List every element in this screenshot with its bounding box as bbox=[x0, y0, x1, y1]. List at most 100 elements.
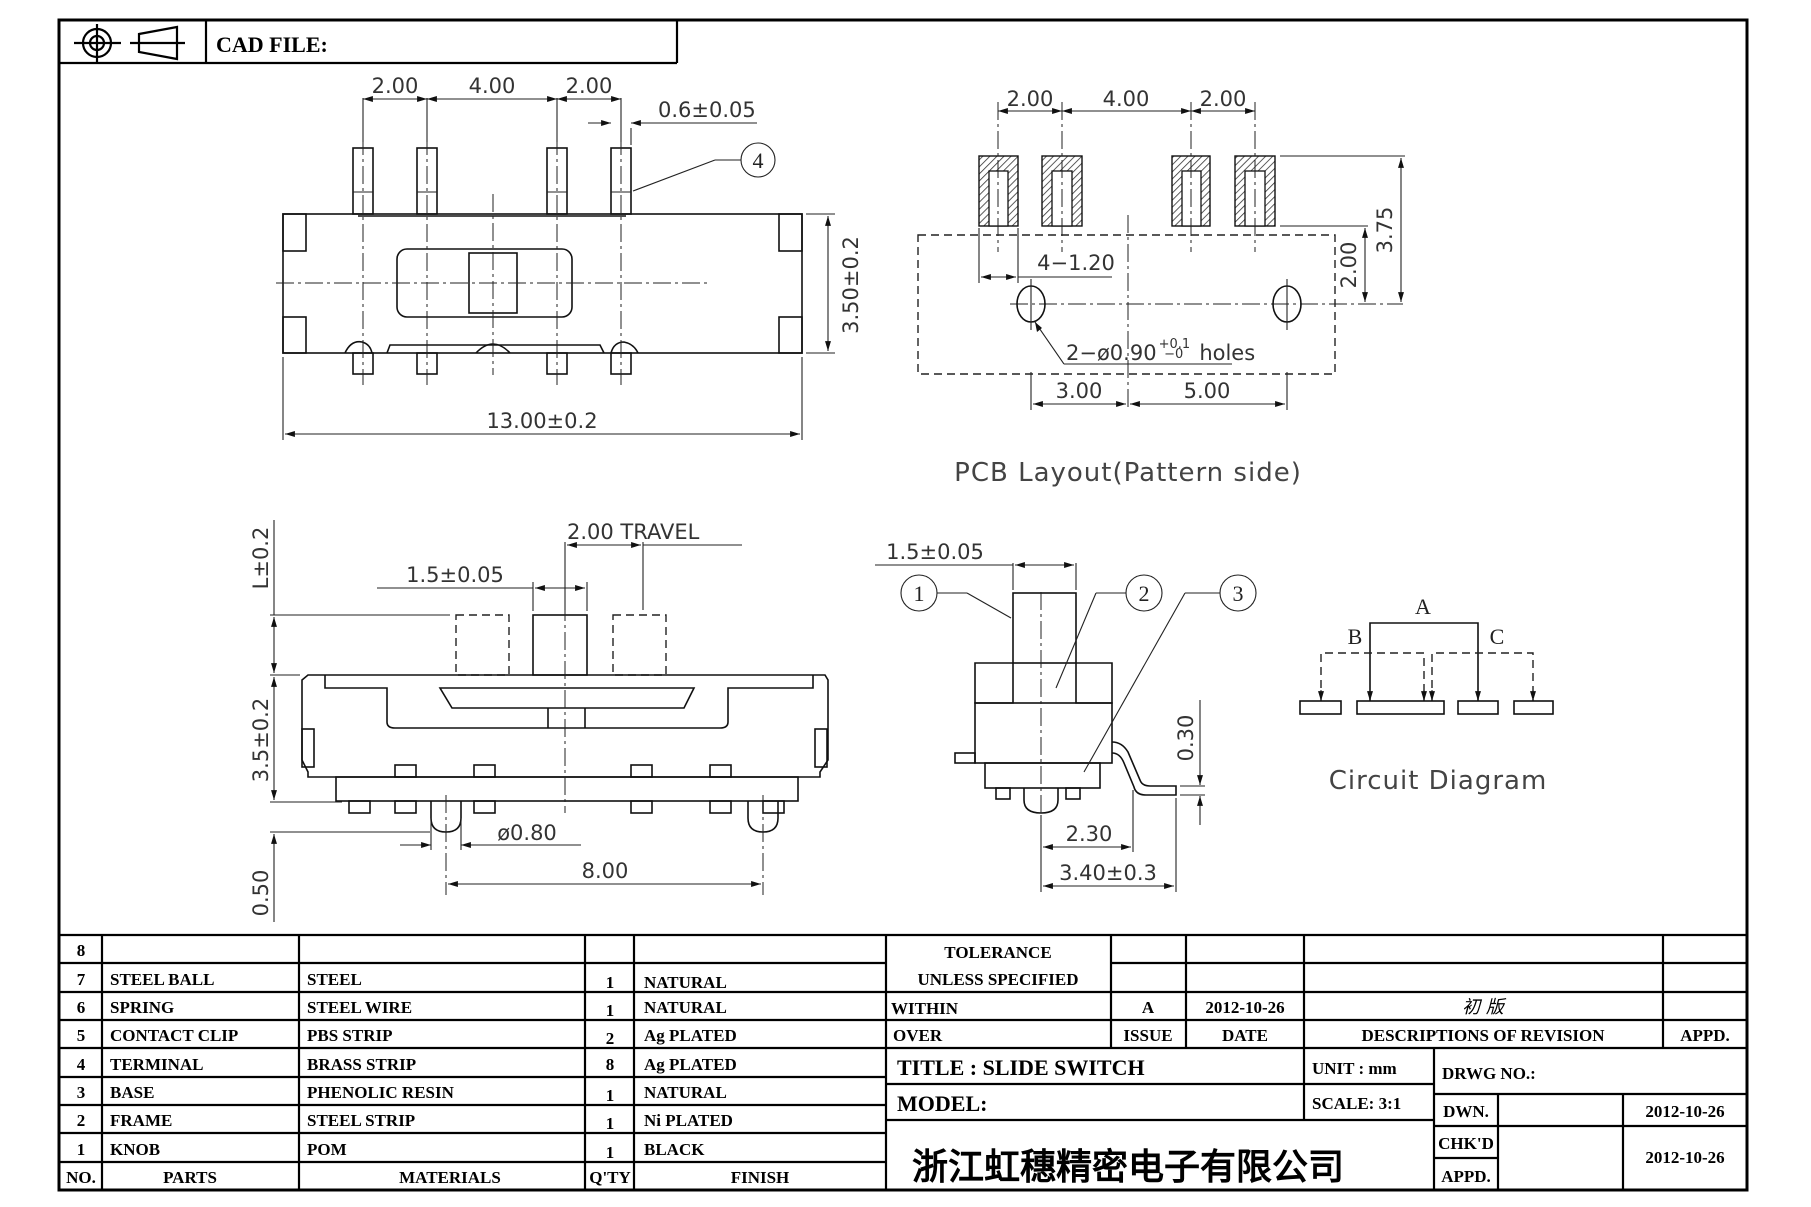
circuit-terminal bbox=[1513, 700, 1554, 715]
sheet-border bbox=[57, 18, 1749, 1192]
pcb-dim-vertical-small: 2.00 bbox=[1337, 242, 1361, 289]
top-pitch-dim-1: 2.00 bbox=[372, 74, 419, 98]
row-material: POM bbox=[307, 1140, 347, 1159]
row-qty: 2 bbox=[606, 1029, 615, 1048]
row-finish: NATURAL bbox=[644, 973, 727, 992]
table-row: 1 KNOB POM 1 BLACK bbox=[77, 1140, 705, 1162]
row-qty: 1 bbox=[606, 1001, 615, 1020]
row-material: PHENOLIC RESIN bbox=[307, 1083, 455, 1102]
row-part: CONTACT CLIP bbox=[110, 1026, 238, 1045]
row-part: FRAME bbox=[110, 1111, 172, 1130]
col-header-finish: FINISH bbox=[731, 1168, 790, 1187]
peg-spacing-dim: 8.00 bbox=[582, 859, 629, 883]
row-no: 5 bbox=[77, 1026, 86, 1045]
row-material: STEEL STRIP bbox=[307, 1111, 415, 1130]
revision-date: 2012-10-26 bbox=[1205, 998, 1284, 1017]
circuit-terminal bbox=[1356, 700, 1445, 715]
descriptions-header: DESCRIPTIONS OF REVISION bbox=[1361, 1026, 1605, 1045]
model-label: MODEL: bbox=[897, 1091, 987, 1116]
unit-label: UNIT : mm bbox=[1312, 1059, 1397, 1078]
circuit-label-c: C bbox=[1490, 624, 1505, 649]
table-row: 3 BASE PHENOLIC RESIN 1 NATURAL bbox=[77, 1083, 727, 1105]
col-header-parts: PARTS bbox=[163, 1168, 217, 1187]
title-block-grid bbox=[59, 933, 1747, 1190]
travel-dim: 2.00 TRAVEL bbox=[567, 520, 700, 544]
pcb-hole-offset-right: 5.00 bbox=[1184, 379, 1231, 403]
checked-label: CHK'D bbox=[1438, 1134, 1494, 1153]
row-part: SPRING bbox=[110, 998, 174, 1017]
peg-diameter-dim: ø0.80 bbox=[497, 821, 557, 845]
cad-file-label: CAD FILE: bbox=[216, 32, 328, 57]
tolerance-over: OVER bbox=[893, 1026, 943, 1045]
date-header: DATE bbox=[1222, 1026, 1268, 1045]
drawn-date: 2012-10-26 bbox=[1645, 1102, 1724, 1121]
table-row: 4 TERMINAL BRASS STRIP 8 Ag PLATED bbox=[77, 1055, 737, 1074]
table-row: 7 STEEL BALL STEEL 1 NATURAL bbox=[77, 970, 727, 992]
drawing-title: TITLE : SLIDE SWITCH bbox=[897, 1055, 1145, 1080]
top-pitch-dim-3: 2.00 bbox=[566, 74, 613, 98]
circuit-terminal bbox=[1457, 700, 1499, 715]
top-pitch-dim-2: 4.00 bbox=[469, 74, 516, 98]
revision-description: 初 版 bbox=[1462, 997, 1507, 1018]
first-angle-projection-icon bbox=[74, 24, 185, 62]
row-qty: 8 bbox=[606, 1055, 615, 1074]
pcb-pitch-dim-1: 2.00 bbox=[1007, 87, 1054, 111]
col-header-no: NO. bbox=[66, 1168, 96, 1187]
balloon-2: 2 bbox=[1139, 581, 1150, 606]
row-material: PBS STRIP bbox=[307, 1026, 393, 1045]
row-part: BASE bbox=[110, 1083, 154, 1102]
row-no: 4 bbox=[77, 1055, 86, 1074]
knob bbox=[532, 614, 588, 676]
tolerance-label: TOLERANCE bbox=[944, 943, 1051, 962]
row-finish: Ni PLATED bbox=[644, 1111, 733, 1130]
row-material: STEEL bbox=[307, 970, 362, 989]
table-row: 5 CONTACT CLIP PBS STRIP 2 Ag PLATED bbox=[77, 1026, 737, 1048]
approved-label: APPD. bbox=[1441, 1167, 1491, 1186]
top-view: 2.00 4.00 2.00 0.6±0.05 4 3.50±0.2 13.00… bbox=[276, 74, 863, 440]
tolerance-unless-specified: UNLESS SPECIFIED bbox=[917, 970, 1078, 989]
body-height-dim: 3.5±0.2 bbox=[249, 698, 273, 782]
row-finish: NATURAL bbox=[644, 998, 727, 1017]
row-no: 6 bbox=[77, 998, 86, 1017]
circuit-caption: Circuit Diagram bbox=[1329, 766, 1548, 796]
row-finish: NATURAL bbox=[644, 1083, 727, 1102]
circuit-label-b: B bbox=[1348, 624, 1363, 649]
row-part: KNOB bbox=[110, 1140, 160, 1159]
row-part: TERMINAL bbox=[110, 1055, 204, 1074]
table-row: 8 bbox=[77, 941, 86, 960]
check-date: 2012-10-26 bbox=[1645, 1148, 1724, 1167]
scale-label: SCALE: 3:1 bbox=[1312, 1094, 1401, 1113]
table-row: 2 FRAME STEEL STRIP 1 Ni PLATED bbox=[77, 1111, 733, 1133]
tolerance-within: WITHIN bbox=[891, 999, 959, 1018]
col-header-qty: Q'TY bbox=[589, 1168, 631, 1187]
row-no: 8 bbox=[77, 941, 86, 960]
pcb-pitch-dim-2: 4.00 bbox=[1103, 87, 1150, 111]
side-dim-outer: 3.40±0.3 bbox=[1059, 861, 1157, 885]
table-row: 6 SPRING STEEL WIRE 1 NATURAL bbox=[77, 998, 727, 1020]
pcb-dim-vertical-large: 3.75 bbox=[1373, 207, 1397, 254]
pcb-hole-offset-left: 3.00 bbox=[1056, 379, 1103, 403]
top-length-dim: 13.00±0.2 bbox=[486, 409, 597, 433]
row-qty: 1 bbox=[606, 1114, 615, 1133]
issue-header: ISSUE bbox=[1123, 1026, 1172, 1045]
company-name: 浙江虹穗精密电子有限公司 bbox=[912, 1146, 1344, 1188]
circuit-terminal bbox=[1299, 700, 1342, 715]
row-finish: Ag PLATED bbox=[644, 1026, 737, 1045]
pcb-pad-width-dim: 4−1.20 bbox=[1037, 251, 1115, 275]
side-view: 1.5±0.05 1 2 3 0.30 2.30 3.40±0.3 bbox=[875, 540, 1257, 892]
row-no: 1 bbox=[77, 1140, 86, 1159]
row-qty: 1 bbox=[606, 973, 615, 992]
front-view: 2.00 TRAVEL 1.5±0.05 L±0.2 3.5±0.2 0.50 … bbox=[249, 520, 829, 922]
balloon-1: 1 bbox=[914, 581, 925, 606]
header-box: CAD FILE: bbox=[59, 20, 679, 65]
top-pin-width-dim: 0.6±0.05 bbox=[658, 98, 756, 122]
front-knob-width-dim: 1.5±0.05 bbox=[406, 563, 504, 587]
drawing-number-label: DRWG NO.: bbox=[1442, 1064, 1536, 1083]
circuit-diagram: A B C Circuit Diagram bbox=[1299, 594, 1554, 796]
pcb-pitch-dim-3: 2.00 bbox=[1200, 87, 1247, 111]
row-no: 3 bbox=[77, 1083, 86, 1102]
side-knob-width-dim: 1.5±0.05 bbox=[886, 540, 984, 564]
row-material: BRASS STRIP bbox=[307, 1055, 416, 1074]
